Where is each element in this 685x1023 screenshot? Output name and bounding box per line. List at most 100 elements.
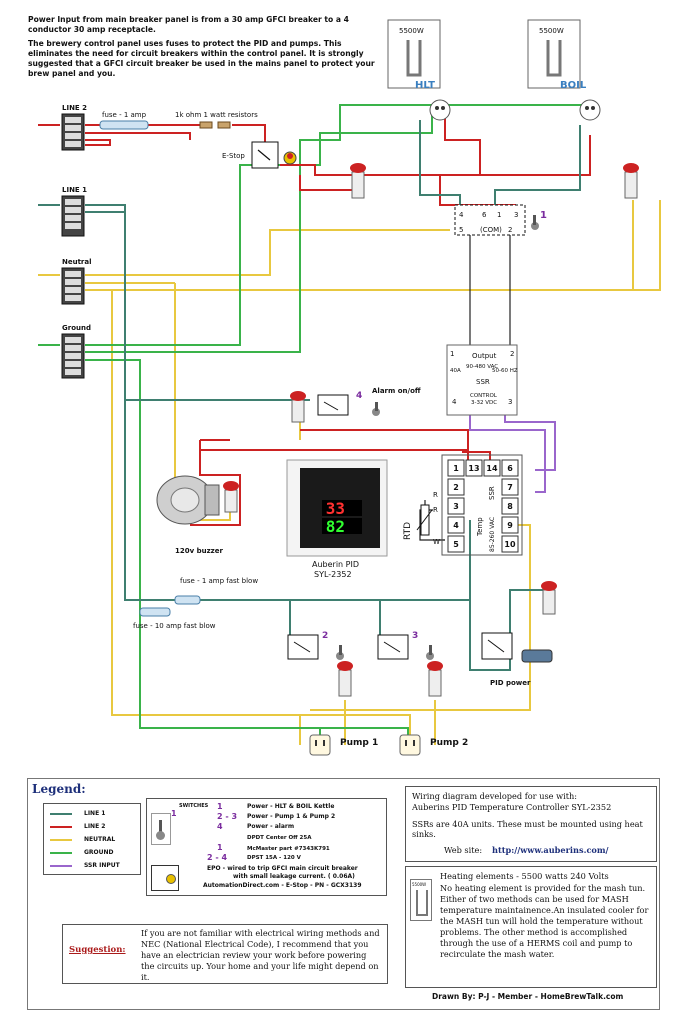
outlet-pump2-icon bbox=[399, 734, 421, 756]
mcmaster-text: McMaster part #7343K791 bbox=[247, 846, 330, 852]
ssr-1: 1 bbox=[450, 350, 454, 358]
rocker-switch-icon bbox=[521, 649, 553, 663]
sw-row2-num: 2 - 3 bbox=[217, 812, 238, 821]
pump-switch-2: 2 bbox=[287, 631, 344, 660]
line1-wires bbox=[38, 120, 581, 671]
fuse-10amp: fuse - 10 amp fast blow bbox=[133, 607, 216, 630]
pilot-light-pump1-icon bbox=[337, 661, 353, 697]
key-line1-label: LINE 1 bbox=[84, 810, 106, 817]
pid-name: Auberin PID bbox=[312, 560, 359, 569]
pid-terminal-number: 14 bbox=[486, 464, 498, 473]
pid-terminal-number: 4 bbox=[453, 521, 459, 530]
sel-2: 2 bbox=[508, 226, 512, 234]
heater-legend-label: 5500W bbox=[412, 882, 427, 887]
website-link[interactable]: http://www.auberins.com/ bbox=[492, 845, 609, 855]
fuse-1amp-fastblow: fuse - 1 amp fast blow bbox=[174, 577, 258, 605]
key-neutral-label: NEUTRAL bbox=[84, 836, 116, 843]
epo-line2: with small leakage current. ( 0.06A) bbox=[233, 873, 355, 880]
suggestion-text: If you are not familiar with electrical … bbox=[141, 928, 380, 982]
resistors-label: 1k ohm 1 watt resistors bbox=[175, 111, 258, 119]
drawn-by: Drawn By: P-J - Member - HomeBrewTalk.co… bbox=[432, 992, 624, 1001]
estop-legend-icon bbox=[151, 865, 179, 891]
key-line1: LINE 1 bbox=[50, 810, 105, 820]
pid-terminal-number: 2 bbox=[453, 483, 459, 492]
epo-line1: EPO - wired to trip GFCI main circuit br… bbox=[207, 865, 358, 872]
pid-terminal-box bbox=[447, 516, 465, 534]
terminal-block-ground: Ground bbox=[61, 324, 91, 379]
pid-controller: 33 82 Auberin PID SYL-2352 bbox=[286, 459, 388, 579]
alarm-label: Alarm on/off bbox=[372, 387, 421, 395]
ssr-output: Output bbox=[472, 352, 497, 360]
toggle-legend-icon bbox=[151, 813, 171, 845]
suggestion-panel: Suggestion: If you are not familiar with… bbox=[62, 924, 388, 984]
pid-terminal-box bbox=[501, 478, 519, 496]
sw-row2-text: Power - Pump 1 & Pump 2 bbox=[247, 813, 336, 820]
sel-com: (COM) bbox=[480, 226, 502, 234]
terminal-block-line2: LINE 2 bbox=[61, 104, 87, 151]
temp-label: Temp bbox=[476, 517, 484, 537]
pid-terminal-number: 8 bbox=[507, 502, 513, 511]
heater-legend-icon: 5500W bbox=[410, 879, 432, 921]
vac-label: 85-260 VAC bbox=[489, 517, 496, 552]
intro-line2: The brewery control panel uses fuses to … bbox=[28, 39, 375, 78]
sw2-number: 2 bbox=[322, 631, 328, 641]
heater-hlt: 5500W HLT bbox=[387, 19, 451, 121]
website-label: Web site: bbox=[444, 845, 483, 855]
legend-panel bbox=[27, 778, 660, 1010]
info1-line2: Auberins PID Temperature Controller SYL-… bbox=[412, 802, 612, 812]
info-auberins: Wiring diagram developed for use with: A… bbox=[405, 786, 657, 862]
pid-terminal-box bbox=[447, 459, 465, 477]
pid-terminal-box bbox=[465, 459, 483, 477]
info1-line3: SSRs are 40A units. These must be mounte… bbox=[412, 819, 643, 839]
ssr-dc: 3-32 VDC bbox=[471, 400, 497, 406]
pilot-light-left-icon bbox=[350, 163, 366, 199]
pid-terminal-box bbox=[447, 535, 465, 553]
buzzer-label: 120v buzzer bbox=[175, 547, 224, 555]
key-ground-label: GROUND bbox=[84, 849, 114, 856]
pid-terminal-number: 9 bbox=[507, 521, 513, 530]
pid-terminal-number: 1 bbox=[453, 464, 459, 473]
legend-title: Legend: bbox=[32, 782, 86, 796]
toggle-switch-1-icon bbox=[531, 215, 539, 230]
toggle-switch-3-icon bbox=[426, 645, 434, 660]
key-ssr: SSR INPUT bbox=[50, 862, 120, 872]
sel-5: 5 bbox=[459, 226, 463, 234]
alarm-number: 4 bbox=[356, 391, 362, 401]
fuse-1amp: fuse - 1 amp bbox=[99, 111, 149, 130]
sw3-number: 3 bbox=[412, 631, 418, 641]
fuse10-label: fuse - 10 amp fast blow bbox=[133, 622, 216, 630]
pid-power-switch: PID power bbox=[481, 632, 553, 687]
heater-hlt-label: 5500W bbox=[399, 27, 424, 35]
line1-label: LINE 1 bbox=[62, 186, 87, 194]
boil-label: BOIL bbox=[560, 80, 587, 91]
dpdt-text: DPDT Center Off 25A bbox=[247, 835, 312, 841]
pid-terminal-box bbox=[447, 497, 465, 515]
pump2-label: Pump 2 bbox=[430, 738, 468, 748]
epo-line3: AutomationDirect.com - E-Stop - PN - GCX… bbox=[203, 882, 362, 889]
pid-terminal-box bbox=[447, 478, 465, 496]
ssr-control: CONTROL bbox=[470, 393, 498, 399]
pid-terminal-number: 7 bbox=[507, 483, 513, 492]
sel-3: 3 bbox=[514, 211, 518, 219]
switch1-number: 1 bbox=[540, 210, 547, 221]
sw-row3-num: 4 bbox=[217, 822, 223, 831]
pilot-light-alarm-icon bbox=[290, 391, 306, 423]
pid-terminal-number: 3 bbox=[453, 502, 459, 511]
ssr: 1 2 Output 90-480 VAC 40A 50-60 HZ SSR C… bbox=[446, 344, 518, 416]
rtd-sensor: RTD R R W Temp SSR 85-260 VAC bbox=[403, 486, 496, 552]
rtd-r1: R bbox=[433, 491, 438, 499]
fuse-fast-label: fuse - 1 amp fast blow bbox=[180, 577, 258, 585]
pid-power-label: PID power bbox=[490, 679, 531, 687]
ssr-side-label: SSR bbox=[488, 486, 496, 500]
ground-label: Ground bbox=[62, 324, 91, 332]
ssr-name: SSR bbox=[476, 378, 490, 386]
line2-label: LINE 2 bbox=[62, 104, 87, 112]
sw-row1-num: 1 bbox=[217, 802, 223, 811]
pump1-label: Pump 1 bbox=[340, 738, 378, 748]
switches-label: SWITCHES bbox=[179, 803, 209, 809]
sw-row3-text: Power - alarm bbox=[247, 823, 295, 830]
wire-color-key: LINE 1 LINE 2 NEUTRAL GROUND SSR INPUT bbox=[43, 803, 141, 875]
pid-terminal-number: 5 bbox=[453, 540, 459, 549]
suggestion-label: Suggestion: bbox=[69, 945, 126, 955]
